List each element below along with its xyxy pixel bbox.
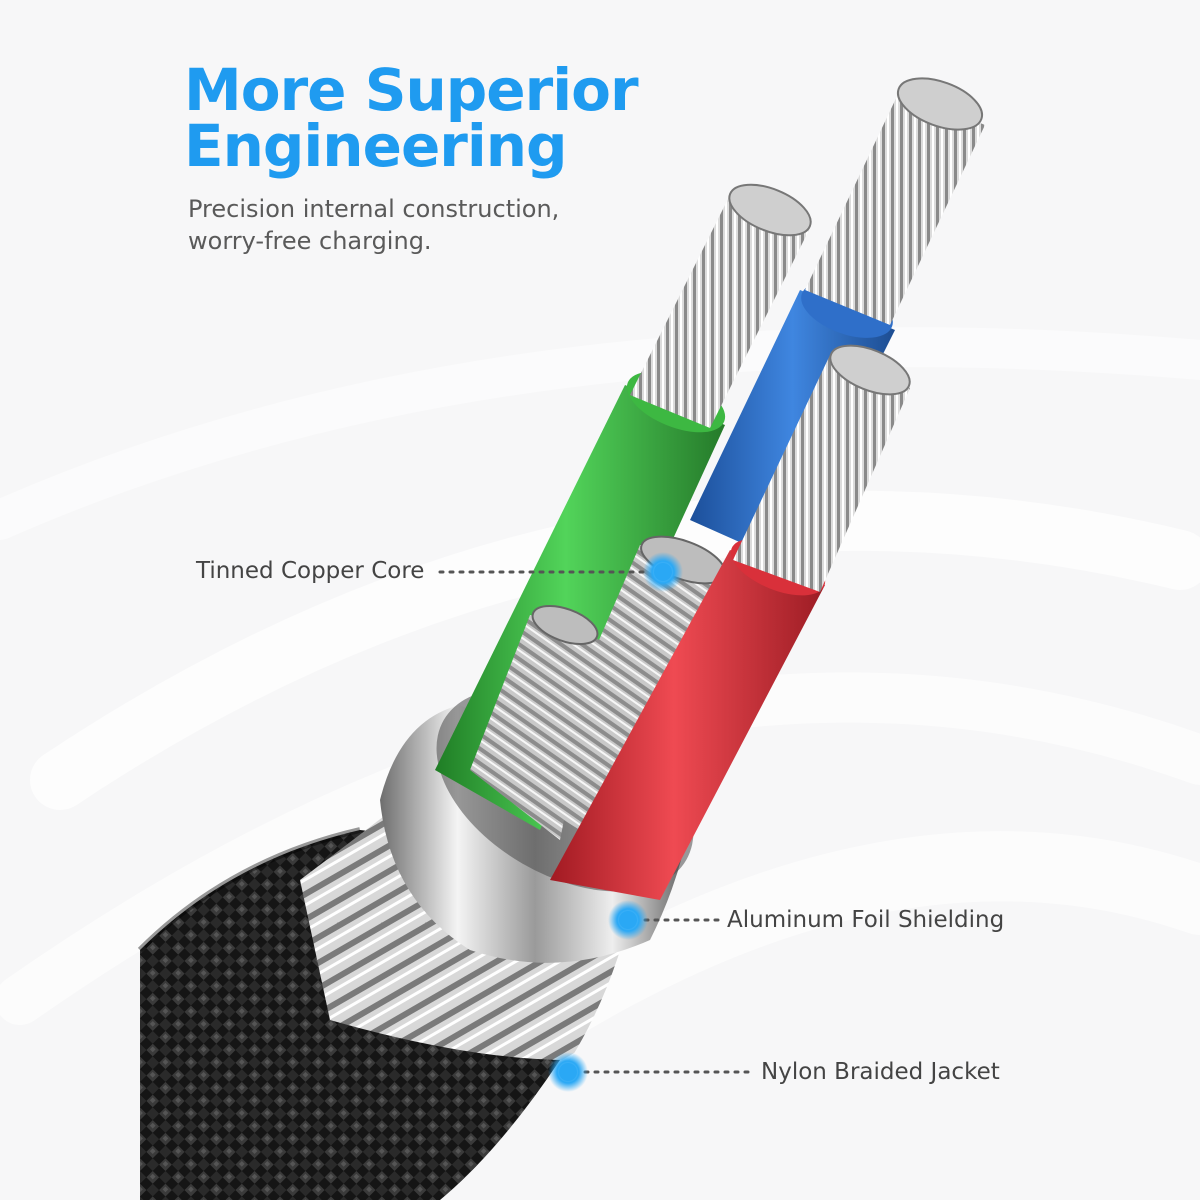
- callout-aluminum-foil-shielding: Aluminum Foil Shielding: [727, 907, 1005, 933]
- callout-core-leader: [438, 552, 683, 592]
- page-subtitle: Precision internal construction, worry-f…: [188, 193, 559, 257]
- callout-nylon-braided-jacket: Nylon Braided Jacket: [761, 1059, 1000, 1085]
- page-title: More Superior Engineering: [184, 56, 639, 180]
- callout-jacket-leader: [548, 1052, 757, 1092]
- subtitle-line-2: worry-free charging.: [188, 227, 432, 255]
- tinned-copper-strands: [470, 535, 726, 860]
- callout-foil-leader: [608, 900, 722, 940]
- title-line-1: More Superior: [184, 56, 639, 124]
- title-line-2: Engineering: [184, 112, 568, 180]
- subtitle-line-1: Precision internal construction,: [188, 195, 560, 223]
- callout-tinned-copper-core: Tinned Copper Core: [196, 558, 425, 584]
- red-wire: [550, 344, 911, 900]
